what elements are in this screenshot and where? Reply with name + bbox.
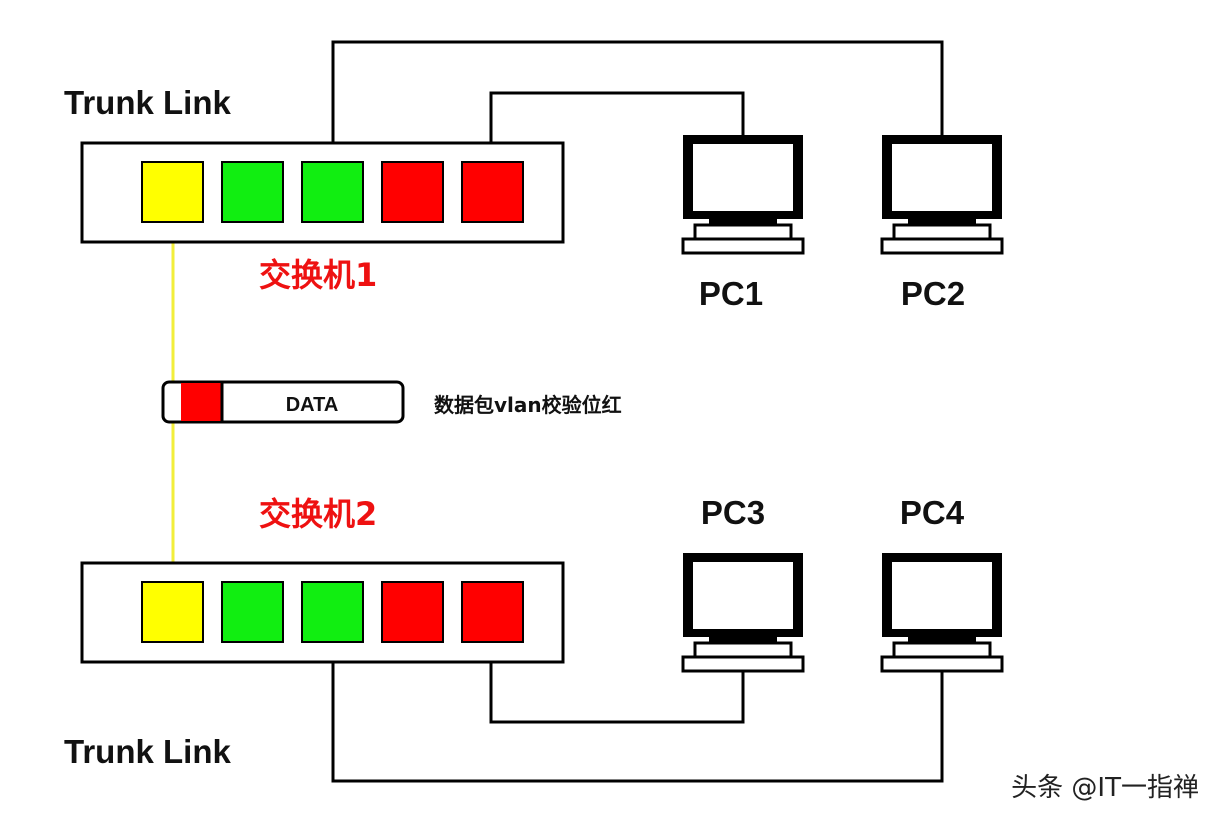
switch-2-port-4-red [381, 581, 444, 643]
switch-1-label: 交换机1 [259, 256, 377, 294]
trunk-link-label-top: Trunk Link [64, 84, 232, 121]
packet-note: 数据包vlan校验位红 [434, 393, 622, 417]
packet-payload-label: DATA [286, 394, 339, 416]
data-packet: DATA [161, 380, 405, 424]
cable-sw2-port3-pc4 [331, 642, 944, 783]
switch-2-port-1-trunk [141, 581, 204, 643]
cable-sw1-port5-pc1 [489, 91, 745, 163]
switch-2-port-2-green [221, 581, 284, 643]
pc2-label: PC2 [901, 275, 965, 312]
switch-1 [80, 141, 565, 244]
pc1-label: PC1 [699, 275, 763, 312]
switch-1-port-4-red [381, 161, 444, 223]
pc4-computer-icon [880, 553, 1004, 673]
packet-vlan-tag [181, 383, 222, 421]
switch-2-port-5-red [461, 581, 524, 643]
pc4-label: PC4 [900, 494, 965, 531]
switch-2-port-3-green [301, 581, 364, 643]
pc3-label: PC3 [701, 494, 765, 531]
switch-1-port-2-green [221, 161, 284, 223]
cable-sw1-port3-pc2 [331, 40, 944, 163]
pc1-computer-icon [681, 135, 805, 255]
watermark: 头条 @IT一指禅 [1011, 773, 1199, 803]
pc2-computer-icon [880, 135, 1004, 255]
pc3-computer-icon [681, 553, 805, 673]
switch-1-port-3-green [301, 161, 364, 223]
switch-2 [80, 561, 565, 664]
switch-2-label: 交换机2 [259, 495, 377, 533]
trunk-link-label-bottom: Trunk Link [64, 733, 232, 770]
switch-1-port-5-red [461, 161, 524, 223]
cable-sw2-port5-pc3 [489, 642, 745, 724]
switch-1-port-1-trunk [141, 161, 204, 223]
